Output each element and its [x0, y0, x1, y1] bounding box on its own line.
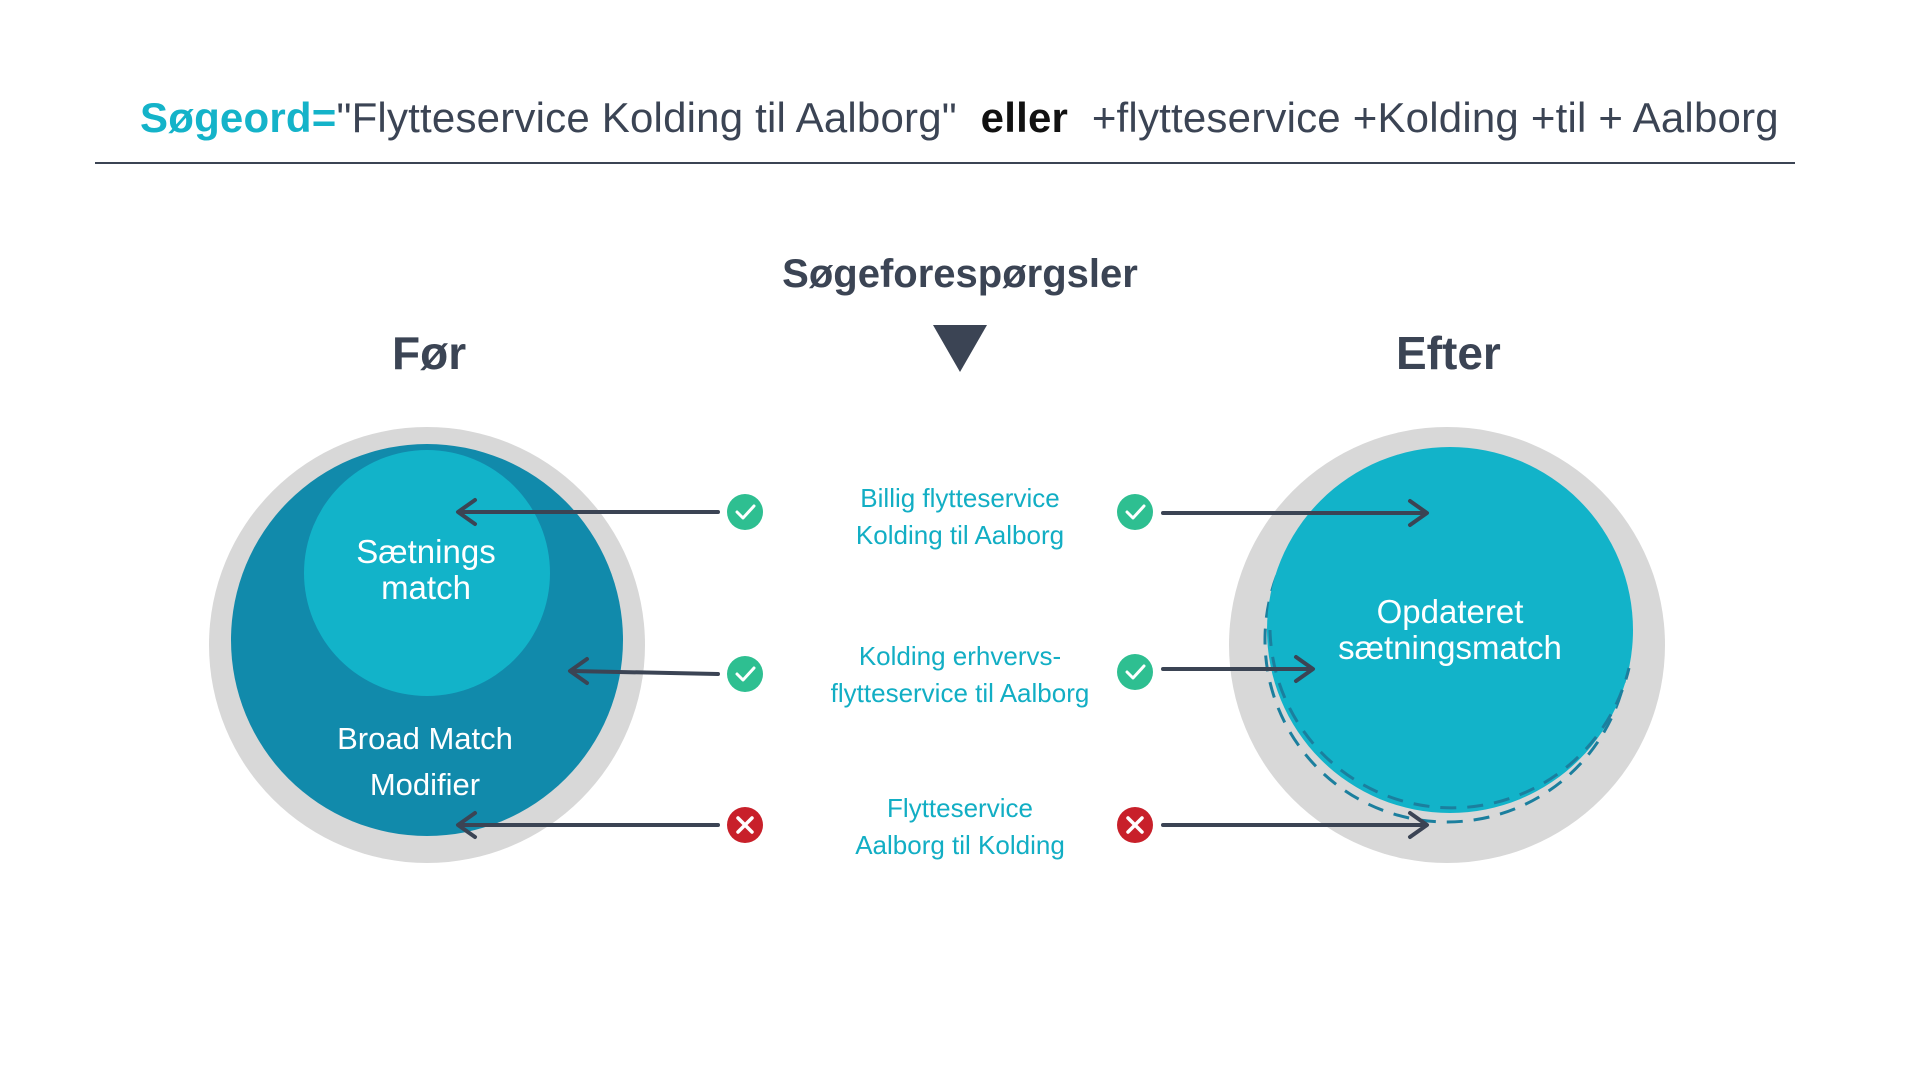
- header-divider: [95, 162, 1795, 164]
- broad-match-line: Modifier: [369, 767, 481, 802]
- query-line: Aalborg til Kolding: [855, 830, 1065, 860]
- arrow-left-icon: [456, 498, 477, 526]
- check-icon: [727, 494, 763, 530]
- arrow-left-icon: [570, 669, 720, 676]
- check-icon: [1117, 494, 1153, 530]
- after-label: Efter: [1396, 327, 1501, 379]
- updated-phrase-match-line: Opdateret: [1376, 593, 1524, 630]
- arrow-right-icon: [1408, 811, 1429, 839]
- check-icon: [727, 656, 763, 692]
- query-line: Kolding erhvervs-: [858, 641, 1062, 671]
- connector-word: eller: [980, 94, 1069, 141]
- phrase-match-line: match: [381, 569, 471, 606]
- keyword-label: Søgeord=: [140, 94, 337, 141]
- arrow-left-icon: [568, 657, 589, 685]
- query-item: Billig flytteservice Kolding til Aalborg: [780, 480, 1140, 554]
- check-icon: [1117, 654, 1153, 690]
- modifier-query: +flytteservice +Kolding +til + Aalborg: [1091, 94, 1779, 141]
- cross-icon: [1117, 807, 1153, 843]
- query-item: Kolding erhvervs- flytteservice til Aalb…: [780, 638, 1140, 712]
- broad-match-line: Broad Match: [337, 721, 513, 756]
- triangle-down-icon: [933, 325, 987, 372]
- search-term-header: Søgeord="Flytteservice Kolding til Aalbo…: [140, 94, 1780, 142]
- arrow-right-icon: [1408, 499, 1429, 527]
- phrase-query: "Flytteservice Kolding til Aalborg": [336, 94, 957, 141]
- phrase-match-line: Sætnings: [356, 533, 496, 570]
- query-line: Flytteservice: [887, 793, 1033, 823]
- updated-phrase-match-circle: [1267, 447, 1633, 813]
- diagram-title: Søgeforespørgsler: [782, 252, 1138, 296]
- updated-phrase-match-line: sætningsmatch: [1338, 629, 1562, 666]
- arrow-left-icon: [456, 811, 477, 839]
- updated-phrase-match-label: Opdateret sætningsmatch: [1290, 594, 1610, 666]
- query-line: Billig flytteservice: [860, 483, 1060, 513]
- broad-match-label: Broad Match Modifier: [290, 716, 560, 808]
- query-line: flytteservice til Aalborg: [830, 678, 1090, 708]
- arrow-right-icon: [1294, 655, 1315, 683]
- phrase-match-label: Sætnings match: [306, 534, 546, 606]
- query-item: Flytteservice Aalborg til Kolding: [780, 790, 1140, 864]
- dashed-arc-icon: [1268, 629, 1631, 810]
- before-label: Før: [392, 327, 467, 379]
- query-line: Kolding til Aalborg: [855, 520, 1065, 550]
- cross-icon: [727, 807, 763, 843]
